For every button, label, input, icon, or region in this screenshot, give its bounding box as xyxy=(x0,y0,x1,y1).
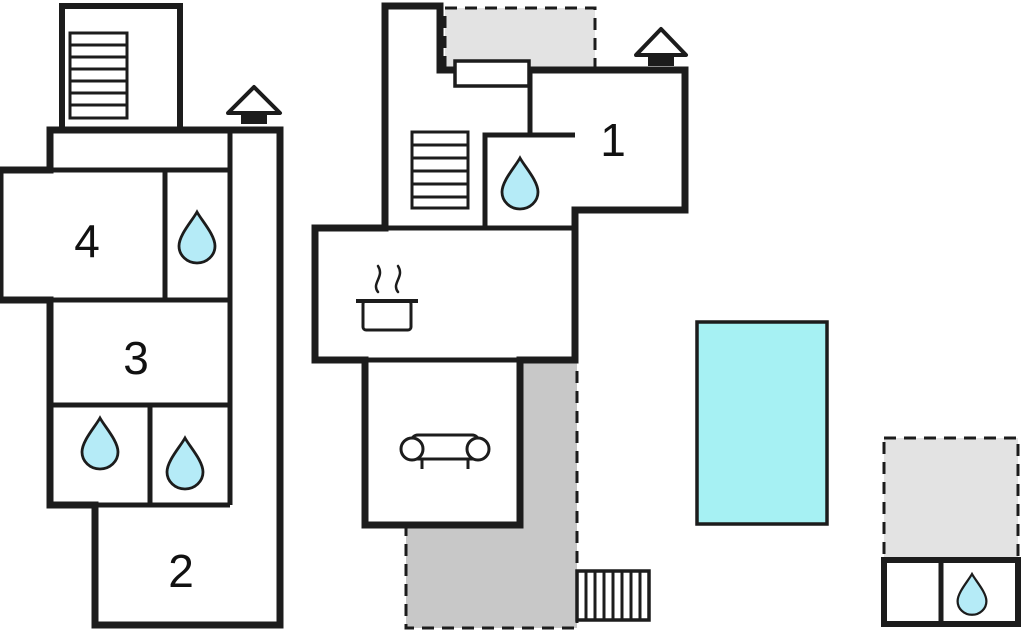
swimming-pool xyxy=(695,320,829,526)
chimney-icon xyxy=(226,85,282,124)
staircase-icon xyxy=(410,130,470,210)
entrance-door xyxy=(453,59,531,88)
chimney-icon xyxy=(634,27,688,66)
terrace-annex xyxy=(882,436,1020,564)
pot-body xyxy=(361,299,413,332)
middle-building: 1 xyxy=(311,2,689,630)
terrace-top xyxy=(443,6,597,70)
right-annex xyxy=(881,436,1021,627)
chimney-roof xyxy=(226,85,282,115)
staircase-steps xyxy=(70,43,127,107)
staircase-steps xyxy=(584,571,642,620)
sofa-legs xyxy=(420,460,470,469)
sofa-right-arm xyxy=(465,436,491,462)
staircase-icon xyxy=(68,31,129,120)
sofa-left-arm xyxy=(399,436,425,462)
room-3-label: 3 xyxy=(123,332,149,384)
room-4-label: 4 xyxy=(74,215,100,267)
chimney-roof xyxy=(634,27,688,57)
left-building: 4 3 2 xyxy=(0,3,284,629)
room-2-label: 2 xyxy=(168,545,194,597)
steam-lines xyxy=(374,264,402,294)
sofa-icon xyxy=(399,433,491,469)
left-building-inner-walls xyxy=(50,130,233,508)
terrace-staircase-icon xyxy=(575,569,651,622)
chimney-block xyxy=(241,111,267,124)
staircase-steps xyxy=(412,143,468,199)
room-1-label: 1 xyxy=(600,114,626,166)
chimney-block xyxy=(648,53,674,66)
stove-icon xyxy=(356,264,418,332)
middle-building-inner-walls xyxy=(365,70,575,363)
annex-room xyxy=(881,557,1021,627)
